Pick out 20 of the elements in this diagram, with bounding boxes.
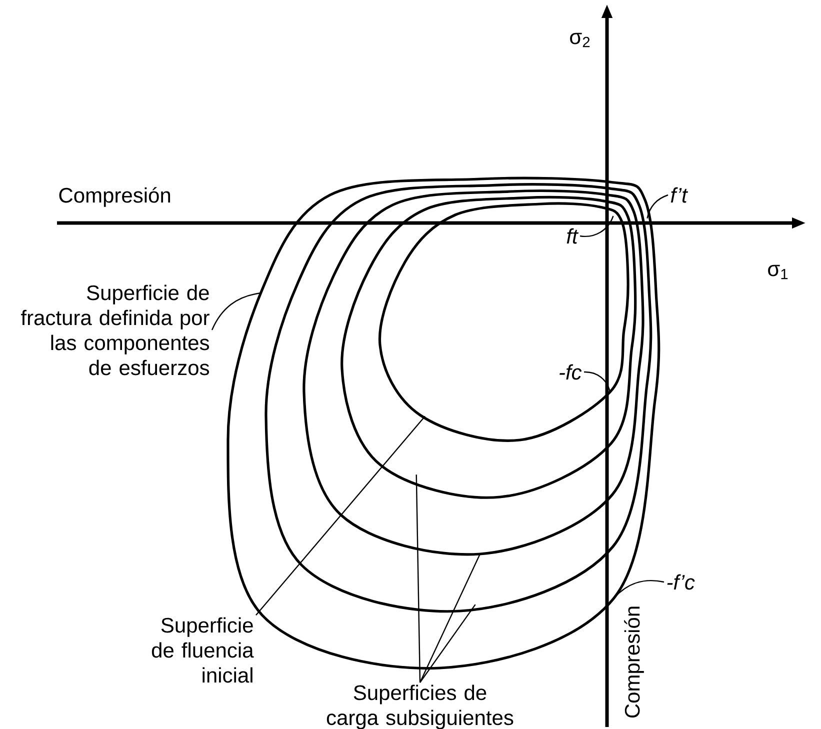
leader-line	[584, 371, 611, 392]
leader-line	[211, 292, 262, 330]
leader-line	[646, 194, 668, 219]
yield-surface-curve	[302, 189, 644, 556]
leader-line	[416, 474, 421, 683]
leader-line	[580, 216, 614, 237]
callout-text: f’t	[670, 187, 688, 203]
axis-label: Compresión	[624, 606, 644, 718]
leader-line	[419, 554, 481, 683]
leader-line	[614, 580, 664, 598]
axis-label: σ$_{2}$	[570, 32, 590, 48]
yield-surface-curve	[340, 196, 637, 499]
callout-text: -f’c	[667, 574, 695, 590]
axis-label: σ$_{1}$	[768, 264, 788, 280]
axis-label: Compresión	[59, 187, 170, 207]
callout-text: Superficies de carga subsiguientes	[326, 684, 514, 729]
leader-line	[420, 604, 476, 683]
callout-text: Superficie de fluencia inicial	[152, 617, 254, 683]
callout-text: Superficie de fractura definida por las componentes de esfuerzos	[21, 284, 210, 376]
yield-surface-curve	[378, 202, 630, 442]
